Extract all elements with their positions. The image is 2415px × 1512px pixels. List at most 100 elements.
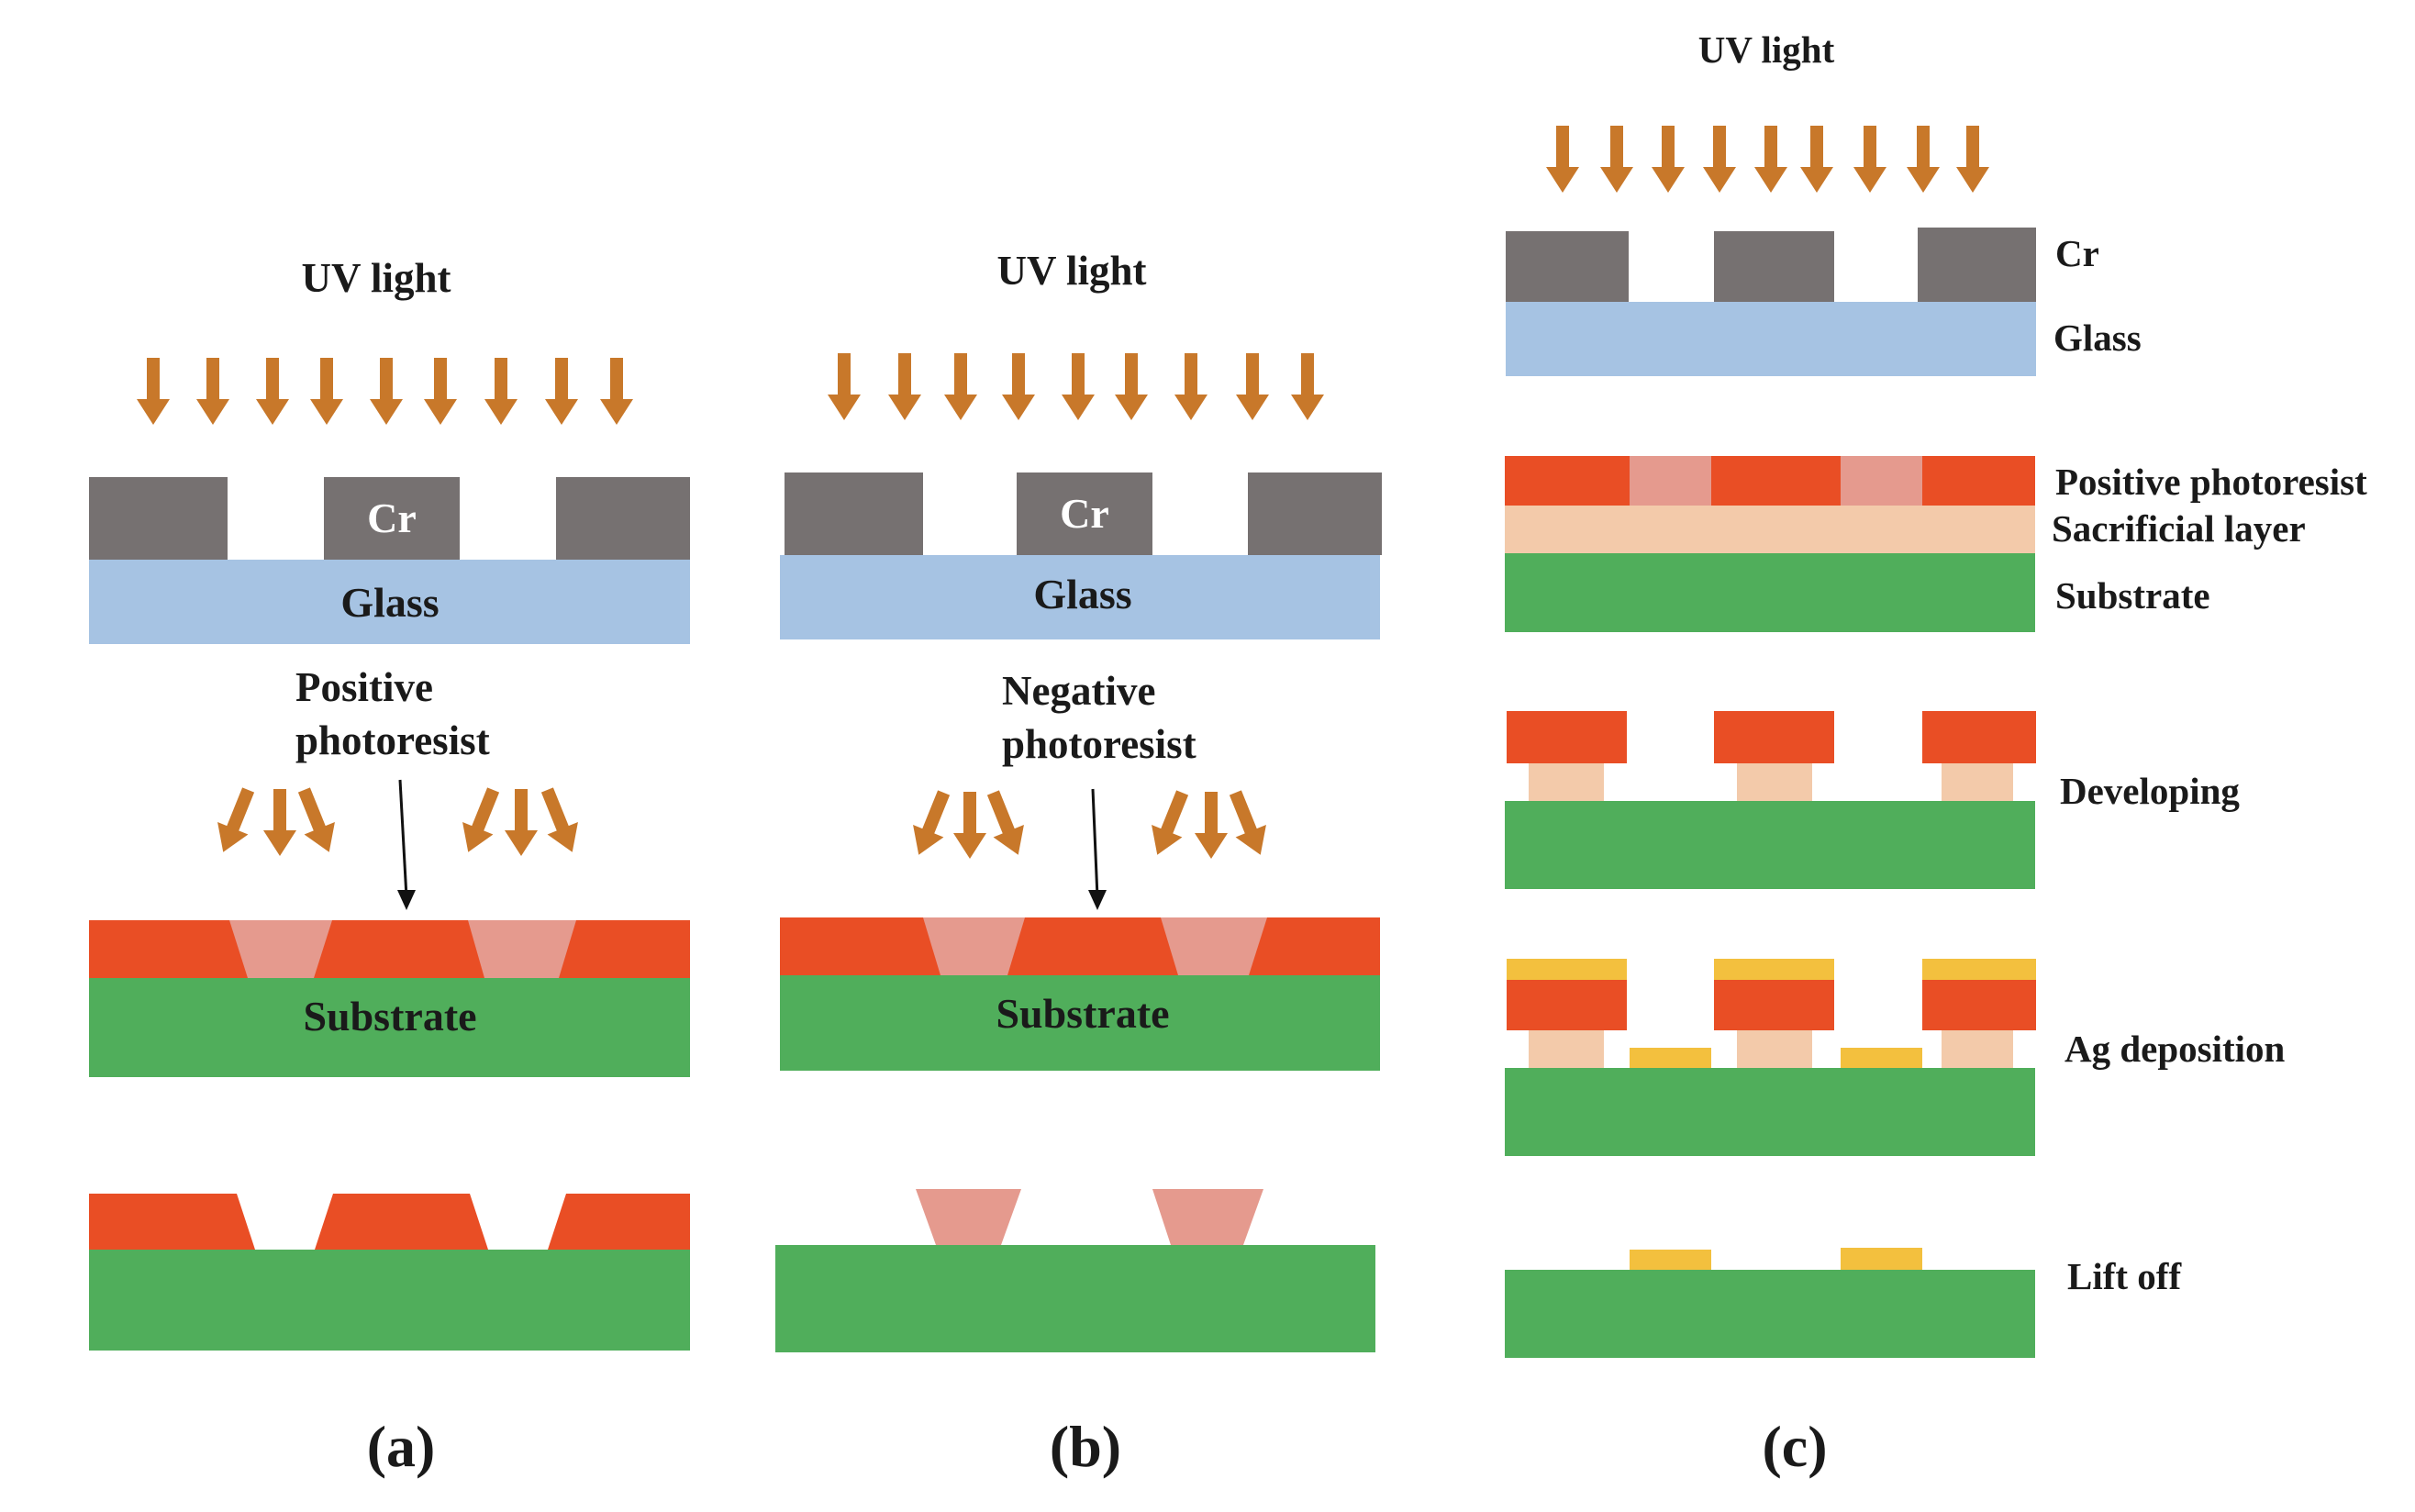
chromium-block: [556, 477, 690, 560]
resist-cap: [1507, 980, 1627, 1030]
uv-arrow: [207, 784, 264, 859]
uv-arrow: [600, 358, 633, 425]
uv-arrow: [1291, 353, 1324, 420]
panel-b-diagonal-arrows: [903, 786, 1276, 862]
panel-c-uv-arrows: [1546, 126, 1989, 193]
panel-a-glass-label: Glass: [340, 579, 439, 626]
uv-arrow: [1652, 126, 1685, 193]
silver-film: [1922, 959, 2036, 980]
chromium-block: [1248, 472, 1382, 555]
panel-a-diagonal-arrows: [207, 784, 588, 859]
substrate: [1505, 801, 2035, 889]
exposed-resist-region: [1161, 917, 1267, 975]
pointer-line: [398, 779, 408, 898]
silver-film: [1714, 959, 1834, 980]
uv-arrow: [944, 353, 977, 420]
photoresist-layer: [89, 920, 690, 978]
uv-arrow: [1703, 126, 1736, 193]
exposed-resist-region: [229, 920, 332, 978]
uv-arrow: [531, 784, 588, 859]
resist-cap: [1922, 711, 2036, 763]
panel-c-lift-off-label: Lift off: [2067, 1255, 2182, 1297]
panel-b: UV light Cr Glass Negative photoresist: [775, 248, 1382, 1479]
photoresist-layer: [780, 917, 1380, 975]
panel-b-cr-label: Cr: [1060, 490, 1109, 537]
resist-cap: [1714, 711, 1834, 763]
uv-arrow: [1600, 126, 1633, 193]
exposed-resist-region: [923, 917, 1025, 975]
panel-b-caption: (b): [1050, 1414, 1121, 1479]
uv-arrow: [1219, 786, 1276, 862]
pointer-arrowhead: [1088, 890, 1107, 910]
sacrificial-layer: [1505, 506, 2035, 553]
uv-arrow: [196, 358, 229, 425]
uv-arrow: [888, 353, 921, 420]
resist-remaining: [89, 1194, 255, 1250]
silver-pattern: [1841, 1248, 1922, 1270]
sacrificial-pillar: [1529, 1030, 1604, 1068]
uv-arrow: [1002, 353, 1035, 420]
panel-a-resist-label-line1: Positive: [295, 664, 433, 710]
panel-a-caption: (a): [367, 1414, 436, 1479]
uv-arrow: [288, 784, 345, 859]
panel-b-resist-label-line2: photoresist: [1002, 721, 1196, 767]
uv-arrow: [1956, 126, 1989, 193]
glass-plate: [780, 555, 1380, 639]
resist-remaining: [916, 1189, 1021, 1245]
substrate: [775, 1245, 1375, 1352]
glass-plate: [1506, 302, 2036, 376]
uv-arrow: [1141, 786, 1198, 862]
chromium-block: [785, 472, 923, 555]
chromium-block: [1017, 472, 1152, 555]
uv-arrow: [370, 358, 403, 425]
uv-arrow: [953, 792, 986, 859]
panel-b-uv-arrows: [828, 353, 1324, 420]
panel-c: UV light Cr Glass Positive photoresist S…: [1505, 28, 2367, 1479]
uv-arrow: [1195, 792, 1228, 859]
panel-b-substrate-label: Substrate: [996, 990, 1169, 1037]
uv-arrow: [545, 358, 578, 425]
resist-cap: [1922, 980, 2036, 1030]
chromium-block: [1506, 231, 1629, 302]
uv-arrow: [1236, 353, 1269, 420]
uv-arrow: [263, 789, 296, 856]
panel-a-uv-label: UV light: [302, 255, 451, 301]
panel-c-substrate-label: Substrate: [2055, 574, 2210, 617]
resist-cap: [1507, 711, 1627, 763]
exposed-resist-region: [1630, 456, 1711, 506]
substrate: [1505, 553, 2035, 632]
uv-arrow: [1853, 126, 1886, 193]
panel-c-glass-label: Glass: [2053, 317, 2142, 359]
chromium-block: [1714, 231, 1834, 302]
resist-cap: [1714, 980, 1834, 1030]
uv-arrow: [1800, 126, 1833, 193]
uv-arrow: [1174, 353, 1208, 420]
panel-c-positive-photoresist-label: Positive photoresist: [2055, 461, 2367, 503]
panel-b-resist-label-line1: Negative: [1002, 668, 1155, 714]
pointer-arrowhead: [397, 890, 416, 910]
uv-arrow: [828, 353, 861, 420]
panel-a-uv-arrows: [137, 358, 633, 425]
uv-arrow: [424, 358, 457, 425]
uv-arrow: [452, 784, 509, 859]
silver-pattern: [1630, 1250, 1711, 1270]
uv-arrow: [1115, 353, 1148, 420]
chromium-block: [324, 477, 460, 560]
uv-arrow: [903, 786, 960, 862]
chromium-block: [1918, 228, 2036, 302]
sacrificial-pillar: [1942, 763, 2013, 801]
resist-remaining: [315, 1194, 488, 1250]
uv-arrow: [977, 786, 1034, 862]
resist-remaining: [548, 1194, 690, 1250]
panel-a-resist-label-line2: photoresist: [295, 717, 490, 763]
silver-pattern: [1630, 1048, 1711, 1068]
panel-c-caption: (c): [1762, 1414, 1827, 1479]
panel-c-ag-deposition-label: Ag deposition: [2064, 1028, 2286, 1070]
silver-pattern: [1841, 1048, 1922, 1068]
uv-arrow: [505, 789, 538, 856]
uv-arrow: [1546, 126, 1579, 193]
panel-a: UV light Cr Glass Positive photoresist: [89, 255, 690, 1479]
panel-c-uv-label: UV light: [1698, 28, 1835, 71]
sacrificial-pillar: [1737, 1030, 1812, 1068]
